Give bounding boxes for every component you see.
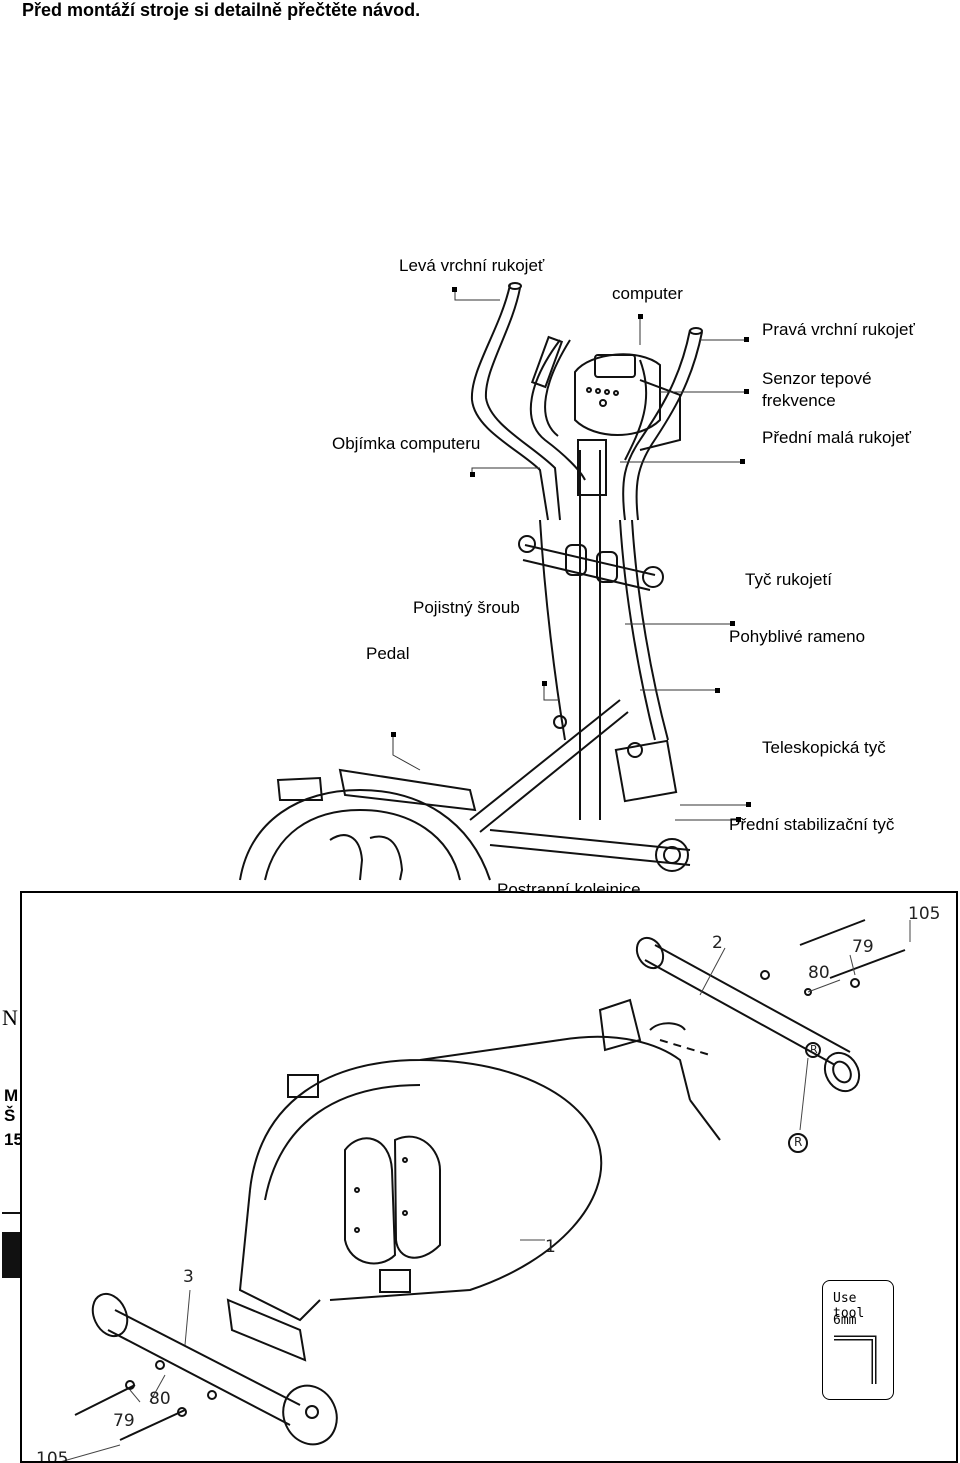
- part-number-80-top: 80: [808, 963, 830, 983]
- label-left-top-handle: Levá vrchní rukojeť: [399, 256, 545, 275]
- assembly-step-panel: 105 2 79 80 R R 1 3 80 79 105: [20, 891, 958, 1463]
- part-number-79-bottom: 79: [113, 1411, 135, 1431]
- tool-note-label: Use tool: [833, 1291, 865, 1321]
- part-number-1: 1: [545, 1237, 556, 1257]
- label-pulse-sensor: Senzor tepové frekvence: [762, 369, 872, 410]
- allen-key-icon: [834, 1335, 877, 1384]
- part-number-3: 3: [183, 1267, 194, 1287]
- label-telescopic-bar: Teleskopická tyč: [762, 738, 886, 757]
- fragment-divider: [2, 1212, 20, 1214]
- fragment-quote-block: [2, 1232, 20, 1278]
- part-number-2: 2: [712, 933, 723, 953]
- part-marker-r-small: R: [810, 1043, 818, 1056]
- tool-size-label: 6mm: [833, 1313, 857, 1328]
- part-number-105-top: 105: [908, 904, 941, 924]
- label-front-small-handle: Přední malá rukojeť: [762, 428, 912, 447]
- tool-note-box: Use tool 6mm: [822, 1280, 894, 1400]
- label-moving-arm: Pohyblivé rameno: [729, 627, 866, 646]
- elliptical-trainer-drawing: [239, 282, 751, 881]
- part-number-105-bottom: 105: [36, 1449, 69, 1463]
- fragment-15: 15: [4, 1130, 23, 1149]
- label-pedal: Pedal: [366, 644, 410, 663]
- fragment-s: Š: [4, 1106, 16, 1125]
- instruction-heading: Před montáží stroje si detailně přečtěte…: [22, 0, 421, 20]
- fragment-n: N: [2, 1005, 18, 1030]
- fragment-m: M: [4, 1086, 19, 1105]
- label-right-top-handle: Pravá vrchní rukojeť: [762, 320, 915, 339]
- label-lock-screw: Pojistný šroub: [413, 598, 520, 617]
- part-marker-r: R: [794, 1135, 803, 1149]
- part-number-79-top: 79: [852, 937, 874, 957]
- label-computer-bracket: Objímka computeru: [332, 434, 481, 453]
- label-computer: computer: [612, 284, 683, 303]
- label-front-stabilizer: Přední stabilizační tyč: [729, 815, 895, 834]
- label-handle-bar: Tyč rukojetí: [745, 570, 832, 589]
- part-number-80-bottom: 80: [149, 1389, 171, 1409]
